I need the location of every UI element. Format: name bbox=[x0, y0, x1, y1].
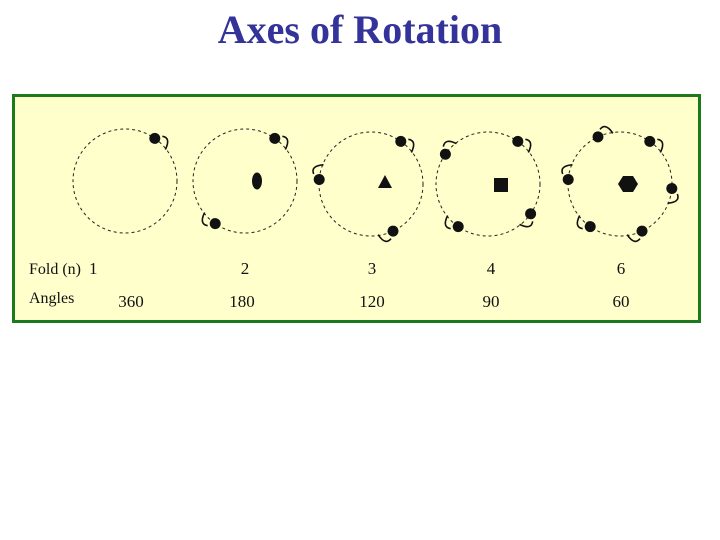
motif-hook-icon bbox=[442, 140, 457, 147]
angles-row-label: Angles bbox=[29, 290, 75, 307]
motif bbox=[644, 135, 664, 153]
motif-dot-icon bbox=[439, 148, 451, 160]
fold-value-1: 1 bbox=[89, 259, 98, 278]
motif bbox=[626, 225, 648, 243]
motif-hook-icon bbox=[377, 234, 392, 243]
motif-dot-icon bbox=[584, 221, 596, 233]
motif bbox=[666, 183, 679, 204]
triangle-icon bbox=[378, 175, 392, 188]
motif-hook-icon bbox=[444, 215, 451, 230]
square-icon bbox=[494, 178, 508, 192]
fold-value-4: 4 bbox=[486, 259, 496, 278]
motif bbox=[576, 215, 596, 233]
rotation-axis-4-fold bbox=[435, 131, 541, 237]
motif-dot-icon bbox=[387, 225, 399, 237]
motif-hook-icon bbox=[282, 135, 289, 150]
rotation-axis-3-fold bbox=[312, 131, 424, 243]
fold-value-2: 2 bbox=[240, 259, 250, 278]
motif bbox=[269, 132, 289, 150]
motif-hook-icon bbox=[312, 164, 324, 175]
motif-hook-icon bbox=[599, 125, 614, 134]
motif bbox=[312, 164, 325, 185]
page-title: Axes of Rotation bbox=[217, 7, 503, 52]
motif bbox=[395, 135, 415, 153]
fold-row-label: Fold (n) bbox=[29, 261, 81, 278]
rotation-axis-1-fold bbox=[72, 128, 178, 234]
motif-hook-icon bbox=[201, 212, 208, 227]
rotation-diagram bbox=[72, 125, 679, 243]
motif-dot-icon bbox=[525, 208, 537, 220]
ellipse-icon bbox=[252, 172, 262, 190]
motif-hook-icon bbox=[626, 234, 641, 243]
rotation-axis-2-fold bbox=[192, 128, 298, 234]
motif-hook-icon bbox=[561, 164, 573, 175]
motif-dot-icon bbox=[269, 132, 281, 144]
fold-value-3: 3 bbox=[367, 259, 377, 278]
motif-hook-icon bbox=[657, 138, 664, 153]
motif-hook-icon bbox=[519, 221, 534, 228]
dashed-circle bbox=[435, 131, 541, 237]
angle-value-60: 60 bbox=[612, 292, 630, 311]
angle-value-120: 120 bbox=[359, 292, 385, 311]
angle-value-90: 90 bbox=[482, 292, 500, 311]
motif bbox=[519, 208, 537, 228]
motif-dot-icon bbox=[636, 225, 648, 237]
hexagon-icon bbox=[618, 176, 638, 192]
motif-dot-icon bbox=[666, 183, 678, 194]
motif-hook-icon bbox=[408, 138, 415, 153]
motif-dot-icon bbox=[562, 174, 574, 185]
motif-dot-icon bbox=[452, 221, 464, 233]
rotation-axes-panel: Fold (n) Angles 1 2 3 4 6 360 180 120 90… bbox=[12, 94, 701, 323]
motif-dot-icon bbox=[395, 135, 407, 147]
fold-value-6: 6 bbox=[616, 259, 626, 278]
motif bbox=[512, 135, 532, 153]
motif bbox=[444, 215, 464, 233]
motif bbox=[377, 225, 399, 243]
motif-hook-icon bbox=[667, 193, 679, 204]
rotation-axis-6-fold bbox=[561, 125, 679, 243]
motif-hook-icon bbox=[162, 135, 169, 150]
angle-value-360: 360 bbox=[118, 292, 144, 311]
motif-dot-icon bbox=[512, 135, 524, 147]
motif-dot-icon bbox=[313, 174, 325, 185]
motif-dot-icon bbox=[149, 132, 161, 144]
dashed-circle bbox=[318, 131, 424, 237]
motif bbox=[561, 164, 574, 185]
angle-value-180: 180 bbox=[229, 292, 255, 311]
motif-dot-icon bbox=[592, 131, 604, 143]
motif bbox=[592, 125, 614, 143]
motif bbox=[149, 132, 169, 150]
dashed-circle bbox=[192, 128, 298, 234]
motif-hook-icon bbox=[525, 138, 532, 153]
motif bbox=[439, 140, 457, 160]
motif bbox=[201, 212, 221, 230]
dashed-circle bbox=[72, 128, 178, 234]
motif-dot-icon bbox=[644, 135, 656, 147]
motif-hook-icon bbox=[576, 215, 583, 230]
motif-dot-icon bbox=[209, 218, 221, 230]
